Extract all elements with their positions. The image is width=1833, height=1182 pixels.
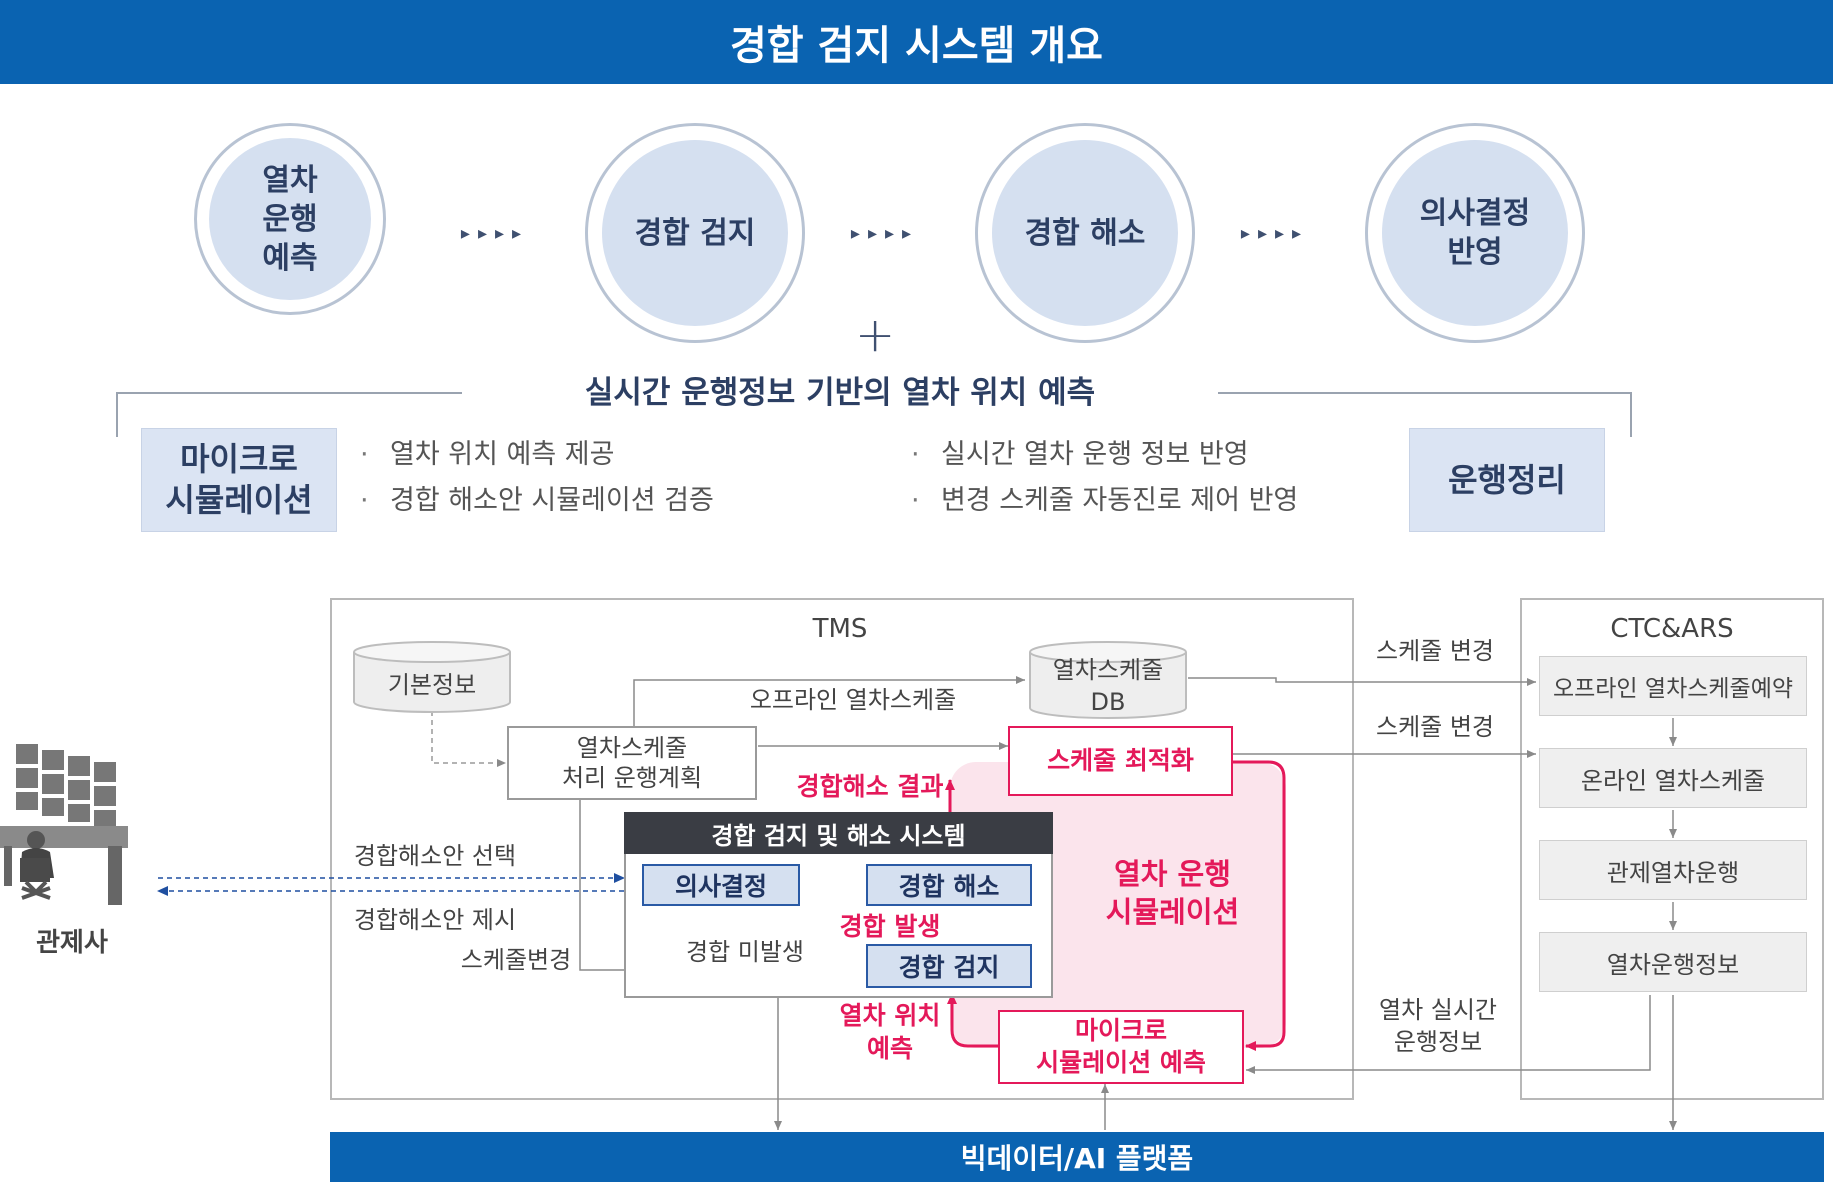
base-info: 기본정보 [352, 668, 512, 702]
schedule-change-label-1: 스케줄 변경 [1360, 634, 1510, 668]
ctc-item-controlled-operation: 관제열차운행 [1539, 840, 1807, 900]
tms-title: TMS [780, 612, 900, 646]
realtime-info-label: 열차 실시간 운행정보 [1358, 994, 1518, 1062]
operator-workstation-icon [0, 740, 150, 905]
subsystem-title: 경합 검지 및 해소 시스템 [624, 812, 1053, 854]
micro-prediction-box: 마이크로 시뮬레이션 예측 [998, 1010, 1244, 1084]
detection-node: 경합 검지 [866, 944, 1032, 988]
suggest-resolution-label: 경합해소안 제시 [340, 904, 530, 936]
ctc-item-online-schedule: 온라인 열차스케줄 [1539, 748, 1807, 808]
ctc-item-offline-booking: 오프라인 열차스케줄예약 [1539, 656, 1807, 716]
decision-node: 의사결정 [642, 864, 800, 906]
offline-schedule-label: 오프라인 열차스케줄 [728, 684, 978, 716]
conflict-occurred-label: 경합 발생 [830, 910, 950, 944]
operator-label: 관제사 [22, 926, 122, 960]
schedule-db: 열차스케줄 DB [1028, 654, 1188, 720]
no-conflict-label: 경합 미발생 [660, 936, 830, 968]
resolution-result-label: 경합해소 결과 [790, 770, 950, 804]
schedule-change-label-2: 스케줄 변경 [1360, 710, 1510, 744]
bigdata-ai-platform-bar: 빅데이터/AI 플랫폼 [330, 1132, 1824, 1182]
position-prediction-label: 열차 위치 예측 [830, 1000, 950, 1068]
schedule-process-box: 열차스케줄 처리 운행계획 [507, 726, 757, 800]
train-simulation-label: 열차 운행 시뮬레이션 [1085, 856, 1260, 932]
select-resolution-label: 경합해소안 선택 [340, 840, 530, 872]
ctc-ars-title: CTC&ARS [1560, 612, 1784, 646]
schedule-optimize-box: 스케줄 최적화 [1008, 726, 1233, 796]
schedule-change-small-label: 스케줄변경 [456, 944, 576, 976]
resolution-node: 경합 해소 [866, 864, 1032, 906]
ctc-item-operation-info: 열차운행정보 [1539, 932, 1807, 992]
